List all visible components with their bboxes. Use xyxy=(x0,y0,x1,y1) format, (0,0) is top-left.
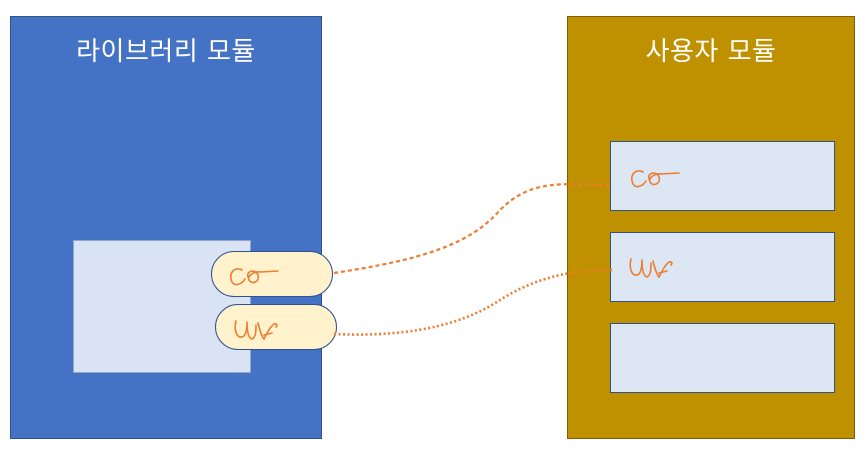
user-module-title: 사용자 모듈 xyxy=(645,37,777,67)
handwritten-scribble-icon xyxy=(629,258,673,279)
export-pill-1 xyxy=(211,251,333,297)
user-import-slot-1 xyxy=(610,141,835,211)
user-import-slot-2 xyxy=(610,232,835,302)
user-import-slot-3 xyxy=(610,323,835,393)
handwritten-scribble-icon xyxy=(234,320,278,341)
export-pill-2 xyxy=(215,304,337,350)
library-module-title: 라이브러리 모듈 xyxy=(76,37,256,67)
library-module-box: 라이브러리 모듈 xyxy=(10,16,322,439)
handwritten-scribble-icon xyxy=(630,170,680,188)
handwritten-scribble-icon xyxy=(229,268,279,286)
